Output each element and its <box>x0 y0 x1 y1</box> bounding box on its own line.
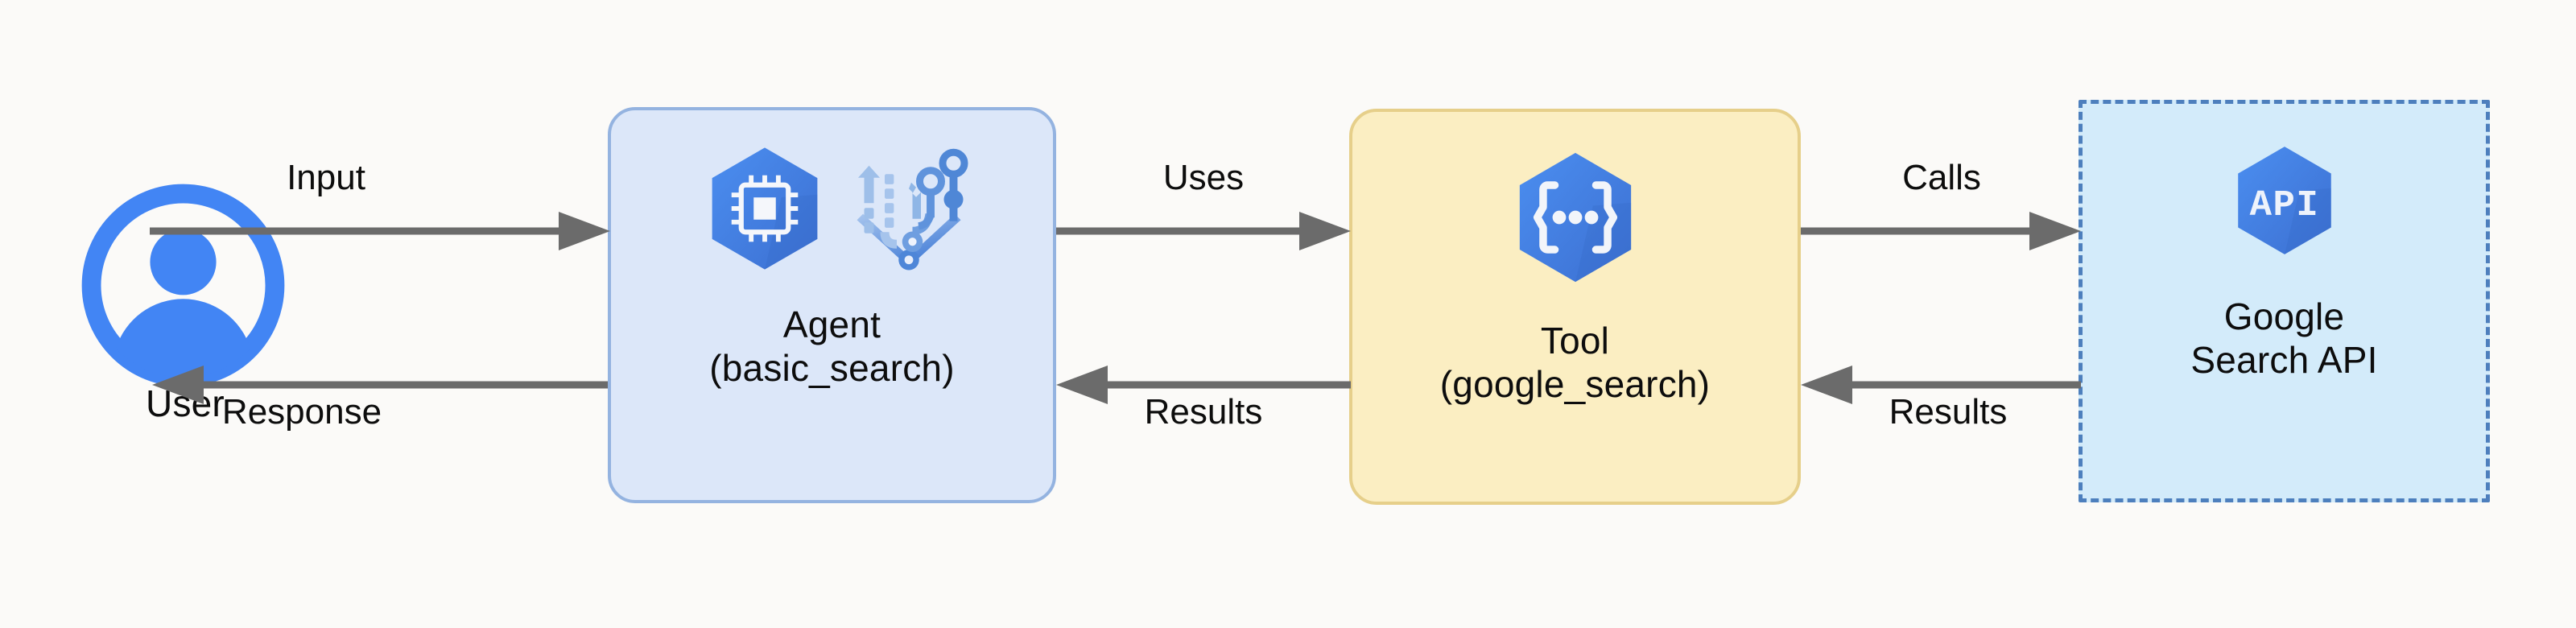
node-google-search-api-label: Google Search API <box>2190 295 2378 382</box>
node-tool[interactable]: Tool (google_search) <box>1349 109 1801 505</box>
edge-calls-label: Calls <box>1902 158 1981 197</box>
node-user[interactable]: User <box>76 179 302 424</box>
node-agent-label: Agent (basic_search) <box>709 304 955 390</box>
vertex-ai-icon <box>848 145 969 276</box>
node-google-search-api[interactable]: API Google Search API <box>2079 100 2490 502</box>
node-agent[interactable]: Agent (basic_search) <box>608 107 1056 503</box>
edge-uses-label: Uses <box>1162 158 1245 197</box>
edge-input-label: Input <box>287 158 365 197</box>
svg-text:API: API <box>2249 184 2319 226</box>
edge-uses-arrow <box>1056 207 1351 255</box>
user-avatar-icon <box>76 179 290 392</box>
tool-icon-row <box>1502 144 1649 295</box>
edge-response-label: Response <box>221 392 382 432</box>
edge-results-tool-agent-label: Results <box>1144 392 1263 432</box>
code-brackets-hexagon-icon <box>1502 144 1649 295</box>
edge-calls-arrow <box>1801 207 2081 255</box>
api-icon-row: API <box>2223 139 2346 266</box>
agent-icon-row <box>696 139 969 282</box>
cpu-hexagon-icon <box>696 139 834 282</box>
api-hexagon-icon: API <box>2223 139 2346 266</box>
edge-results-api-tool-label: Results <box>1889 392 2008 432</box>
node-tool-label: Tool (google_search) <box>1439 320 1711 406</box>
